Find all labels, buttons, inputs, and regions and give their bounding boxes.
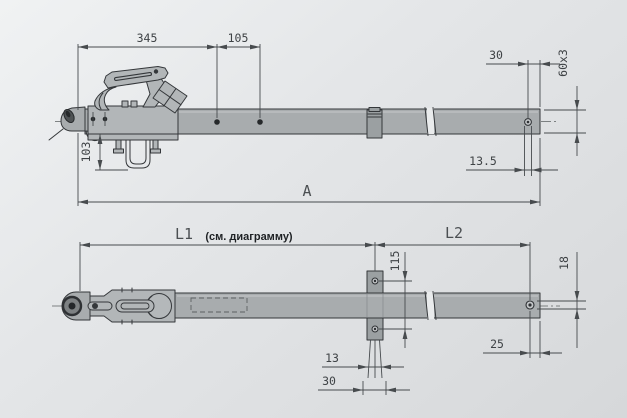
dim-25-label: 25 bbox=[490, 337, 504, 351]
dim-105-label: 105 bbox=[228, 31, 249, 45]
plan-dimensions: L1 (см. диаграмму) L2 115 13 30 bbox=[79, 224, 586, 395]
plan-end-hole bbox=[525, 300, 535, 310]
side-clamp bbox=[366, 107, 383, 139]
plan-break bbox=[424, 291, 437, 320]
dim-115-label: 115 bbox=[388, 251, 402, 272]
side-dimensions: 345 105 30 60x3 13.5 bbox=[77, 31, 586, 206]
plan-view-drawing: L1 (см. диаграмму) L2 115 13 30 bbox=[52, 224, 586, 395]
side-coupling-nose bbox=[48, 106, 99, 142]
dim-30-bottom-label: 30 bbox=[322, 374, 336, 388]
side-hole-2 bbox=[257, 119, 263, 125]
dim-18-label: 18 bbox=[557, 256, 571, 270]
side-view-drawing: 345 105 30 60x3 13.5 bbox=[48, 31, 586, 206]
plan-coupling-head bbox=[61, 287, 176, 325]
dim-30-top-label: 30 bbox=[489, 48, 503, 62]
dim-60x3-label: 60x3 bbox=[556, 49, 570, 77]
side-break bbox=[424, 107, 437, 136]
dim-345-label: 345 bbox=[137, 31, 158, 45]
dim-13-5-label: 13.5 bbox=[469, 154, 497, 168]
dim-L1-note: (см. диаграмму) bbox=[205, 231, 293, 243]
side-end-hole bbox=[524, 118, 532, 126]
side-support-bracket bbox=[113, 139, 161, 169]
dim-13-label: 13 bbox=[325, 351, 339, 365]
dim-A-label: A bbox=[302, 182, 311, 200]
dim-103-label: 103 bbox=[79, 142, 93, 163]
dim-L1-label: L1 bbox=[175, 225, 193, 243]
dim-L2-label: L2 bbox=[445, 224, 463, 242]
side-hole-1 bbox=[214, 119, 220, 125]
plan-clamp-plate bbox=[366, 270, 384, 379]
plan-drawbar-tube bbox=[174, 292, 541, 319]
plan-hidden-plate bbox=[190, 297, 248, 313]
side-coupling-head bbox=[87, 66, 188, 141]
